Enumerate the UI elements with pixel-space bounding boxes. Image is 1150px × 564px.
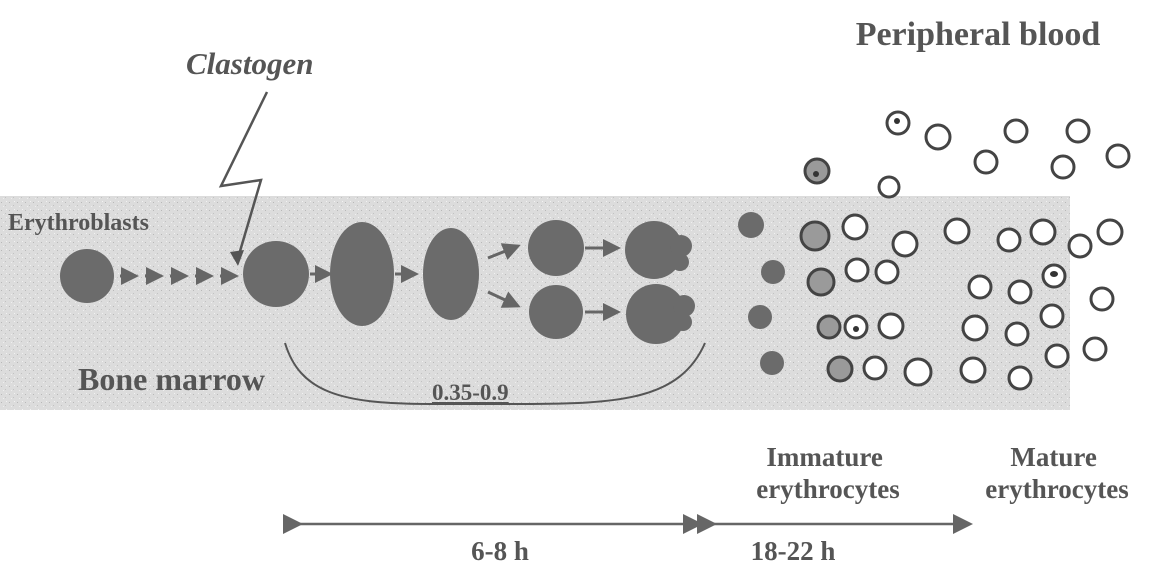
micronucleus-mark (853, 326, 859, 332)
time-blood-label: 18-22 h (751, 536, 836, 564)
micronucleus-mark (813, 171, 819, 177)
micronucleus-mark (1050, 271, 1058, 277)
mature-erythrocytes-label: Mature erythrocytes (985, 442, 1128, 504)
leaving-cell (748, 305, 772, 329)
mature-label-line-1: Mature (1010, 442, 1096, 472)
leaving-cell (761, 260, 785, 284)
bone-marrow-label: Bone marrow (78, 361, 265, 397)
erythroblasts-label: Erythroblasts (8, 210, 149, 236)
micronucleus-mark (894, 118, 900, 124)
immature-erythrocytes-label: Immature erythrocytes (756, 442, 899, 504)
time-marrow-label: 6-8 h (471, 536, 529, 564)
treated-erythroblast-cell (243, 241, 309, 307)
daughter-cell-upper (528, 220, 584, 276)
mature-label-line-2: erythrocytes (985, 474, 1128, 504)
immature-label-line-1: Immature (766, 442, 882, 472)
leaving-cell (760, 351, 784, 375)
clastogen-label: Clastogen (186, 46, 313, 81)
immature-label-line-2: erythrocytes (756, 474, 899, 504)
peripheral-blood-title: Peripheral blood (856, 16, 1101, 53)
division-range-label: 0.35-0.9 (432, 380, 509, 405)
erythroblast-cell (60, 249, 114, 303)
dividing-cell-oval (423, 228, 479, 320)
daughter-cell-lower (529, 285, 583, 339)
leaving-cell (738, 212, 764, 238)
dividing-cell-large (330, 222, 394, 326)
